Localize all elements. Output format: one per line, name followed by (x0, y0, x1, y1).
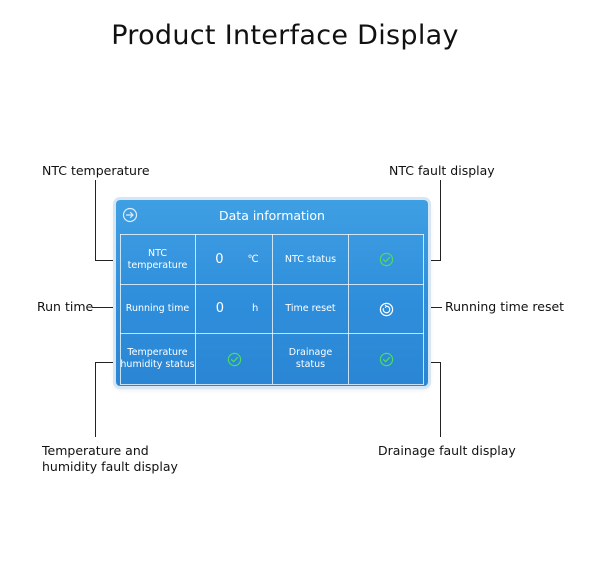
ntc-temperature-label: NTC temperature (127, 247, 188, 271)
leader-ntc-temperature-horizontal (95, 260, 121, 261)
callout-ntc-temperature: NTC temperature (42, 163, 150, 178)
leader-drainage-horizontal (423, 362, 441, 363)
running-time-value: 0 (215, 301, 224, 316)
callout-temperature-humidity-fault: Temperature and humidity fault display (42, 443, 178, 475)
check-circle-icon (227, 352, 241, 366)
leader-ntc-fault-vertical (440, 180, 441, 261)
callout-ntc-fault-display: NTC fault display (389, 163, 495, 178)
callout-drainage-fault-display: Drainage fault display (378, 443, 516, 458)
grid-line (272, 234, 273, 384)
reset-circle-icon[interactable] (379, 302, 394, 317)
temperature-humidity-status-label: Temperature humidity status (120, 334, 195, 384)
ntc-status-cell (349, 235, 423, 284)
check-circle-icon (379, 352, 393, 366)
ntc-status-label: NTC status (284, 253, 337, 265)
circle-arrow-right-icon[interactable] (122, 207, 138, 223)
running-time-unit: h (251, 303, 259, 314)
grid-line (423, 234, 424, 384)
grid-line (195, 234, 196, 384)
data-information-panel: Data information NTC temperature 0 ℃ NTC… (116, 200, 428, 386)
leader-ntc-fault-horizontal (423, 260, 441, 261)
leader-running-time-reset (423, 307, 442, 308)
grid-line (120, 234, 121, 384)
time-reset-button[interactable] (349, 285, 423, 333)
callout-running-time-reset: Running time reset (445, 299, 565, 314)
callout-temperature-humidity-fault-line2: humidity fault display (42, 459, 178, 474)
grid-line (348, 234, 349, 384)
drainage-status-label: Drainage status (288, 347, 333, 370)
leader-temp-humidity-vertical (95, 362, 96, 437)
time-reset-label: Time reset (285, 303, 336, 314)
leader-ntc-temperature-vertical (95, 180, 96, 261)
callout-run-time: Run time (37, 299, 94, 314)
ntc-temperature-value-cell: 0 ℃ (196, 235, 272, 284)
ntc-temperature-unit: ℃ (247, 253, 259, 265)
running-time-label: Running time (125, 303, 190, 314)
ntc-temperature-value: 0 (215, 251, 224, 267)
drainage-status-cell (349, 334, 423, 384)
grid-line (120, 384, 424, 385)
leader-temp-humidity-horizontal (95, 362, 121, 363)
leader-drainage-vertical (440, 362, 441, 437)
callout-temperature-humidity-fault-line1: Temperature and (42, 443, 149, 458)
panel-title: Data information (219, 208, 325, 223)
temperature-humidity-label-line1: Temperature (127, 347, 188, 358)
temperature-humidity-label-line2: humidity status (120, 359, 195, 370)
leader-run-time (92, 307, 121, 308)
running-time-value-cell: 0 h (196, 285, 272, 333)
page-title: Product Interface Display (111, 20, 459, 51)
check-circle-icon (379, 252, 393, 267)
temperature-humidity-status-cell (196, 334, 272, 384)
